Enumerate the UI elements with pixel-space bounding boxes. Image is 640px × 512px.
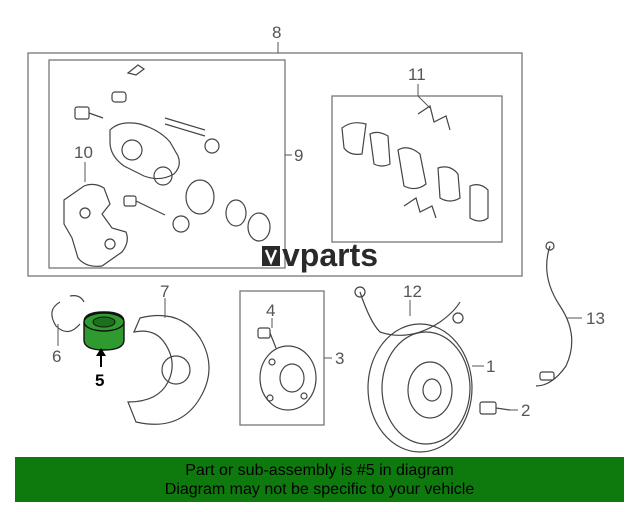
callout-2: 2 (521, 401, 530, 420)
snap-ring (51, 295, 85, 346)
dust-shield (127, 298, 210, 425)
group-8-frame (27, 52, 523, 277)
wheel-hub (257, 318, 317, 411)
callout-5: 5 (95, 371, 104, 390)
callout-9: 9 (294, 146, 303, 165)
caliper-assembly (74, 64, 271, 242)
brake-hose (354, 286, 464, 336)
abs-sensor (535, 241, 582, 387)
fitment-notice-banner: Part or sub-assembly is #5 in diagram Di… (15, 457, 624, 502)
caliper-bracket (63, 162, 128, 267)
svg-text:vparts: vparts (282, 237, 378, 273)
callout-1: 1 (486, 357, 495, 376)
wheel-bolt (479, 401, 518, 415)
wheel-bearing-highlighted (83, 311, 125, 367)
brake-rotor (367, 323, 484, 453)
callout-10: 10 (74, 143, 93, 162)
group-9-frame (48, 59, 286, 269)
callout-12: 12 (403, 282, 422, 301)
callout-13: 13 (586, 309, 605, 328)
group-3-frame (239, 290, 325, 426)
callout-8: 8 (272, 23, 281, 42)
callout-11: 11 (408, 65, 426, 84)
group-11-frame (331, 95, 503, 243)
callout-7: 7 (160, 282, 169, 301)
callout-3: 3 (335, 349, 344, 368)
notice-line-1: Part or sub-assembly is #5 in diagram (185, 461, 454, 479)
callout-6: 6 (52, 347, 61, 366)
brake-pads (341, 95, 489, 222)
notice-line-2: Diagram may not be specific to your vehi… (164, 480, 475, 498)
vparts-logo: vparts (262, 237, 378, 273)
callout-4: 4 (266, 301, 275, 320)
